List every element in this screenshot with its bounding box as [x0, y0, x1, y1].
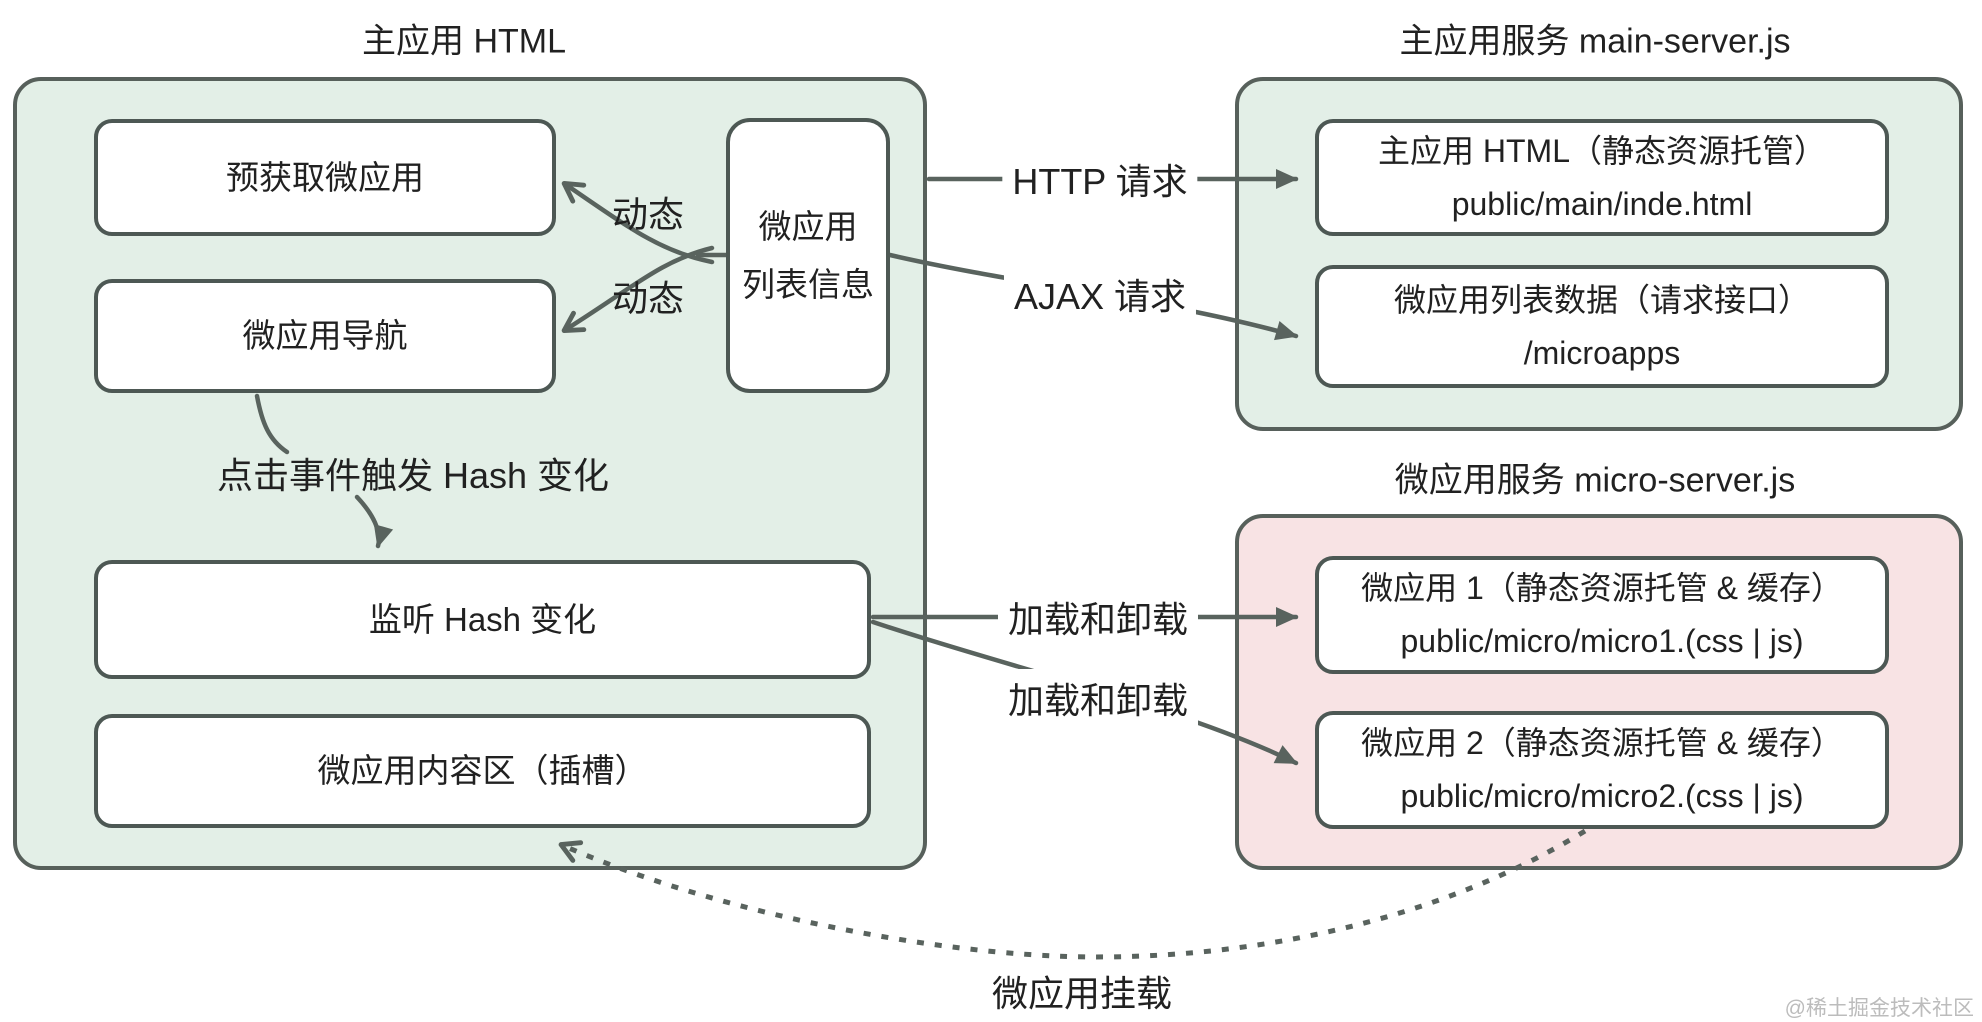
label-http-request: HTTP 请求 [1002, 150, 1198, 208]
label-micro-app-mount: 微应用挂载 [991, 973, 1173, 1014]
main-html-hosting-line1: 主应用 HTML（静态资源托管） [1377, 132, 1826, 169]
box-nav-label: 微应用导航 [242, 317, 408, 355]
connector-nav-to-click-label [254, 393, 290, 455]
box-main-html-hosting: 主应用 HTML（静态资源托管） public/main/inde.html [1315, 119, 1889, 236]
list-info-line1: 微应用 [758, 207, 858, 245]
box-micro-app-content-slot: 微应用内容区（插槽） [94, 714, 871, 828]
box-micro-app-1: 微应用 1（静态资源托管 & 缓存） public/micro/micro1.(… [1315, 556, 1889, 674]
main-app-title: 主应用 HTML [362, 22, 566, 61]
label-dynamic-top: 动态 [611, 194, 685, 235]
box-listen-hash-change: 监听 Hash 变化 [94, 560, 871, 679]
connector-micro-app-mount [558, 828, 1587, 960]
list-api-line1: 微应用列表数据（请求接口） [1393, 281, 1810, 318]
main-server-title: 主应用服务 main-server.js [1399, 22, 1791, 61]
watermark: @稀土掘金技术社区 [1784, 997, 1974, 1020]
connector-dynamic-to-nav [561, 245, 715, 333]
box-micro-app-nav: 微应用导航 [94, 279, 556, 393]
listen-hash-label: 监听 Hash 变化 [368, 600, 597, 638]
label-ajax-request: AJAX 请求 [1003, 265, 1197, 323]
list-info-line2: 列表信息 [742, 265, 874, 303]
connector-dynamic-to-prefetch [561, 180, 715, 265]
content-slot-label: 微应用内容区（插槽） [317, 752, 648, 790]
label-load-unload-2: 加载和卸载 [997, 669, 1199, 727]
box-prefetch-label: 预获取微应用 [226, 158, 424, 196]
micro2-line1: 微应用 2（静态资源托管 & 缓存） [1361, 725, 1843, 762]
list-api-line2: /microapps [1523, 334, 1681, 371]
micro-server-title: 微应用服务 micro-server.js [1394, 461, 1796, 500]
connector-click-label-to-listen [354, 494, 394, 549]
box-prefetch-micro-app: 预获取微应用 [94, 119, 556, 236]
micro1-line1: 微应用 1（静态资源托管 & 缓存） [1361, 570, 1843, 607]
label-dynamic-bottom: 动态 [611, 278, 685, 319]
box-micro-app-list-info: 微应用 列表信息 [726, 118, 890, 393]
box-micro-app-2: 微应用 2（静态资源托管 & 缓存） public/micro/micro2.(… [1315, 711, 1889, 829]
label-load-unload-1: 加载和卸载 [997, 588, 1199, 646]
label-click-hash-change: 点击事件触发 Hash 变化 [216, 455, 610, 496]
box-micro-app-list-api: 微应用列表数据（请求接口） /microapps [1315, 265, 1889, 388]
main-html-hosting-line2: public/main/inde.html [1451, 185, 1753, 222]
micro1-line2: public/micro/micro1.(css | js) [1400, 623, 1804, 659]
micro2-line2: public/micro/micro2.(css | js) [1400, 778, 1804, 814]
